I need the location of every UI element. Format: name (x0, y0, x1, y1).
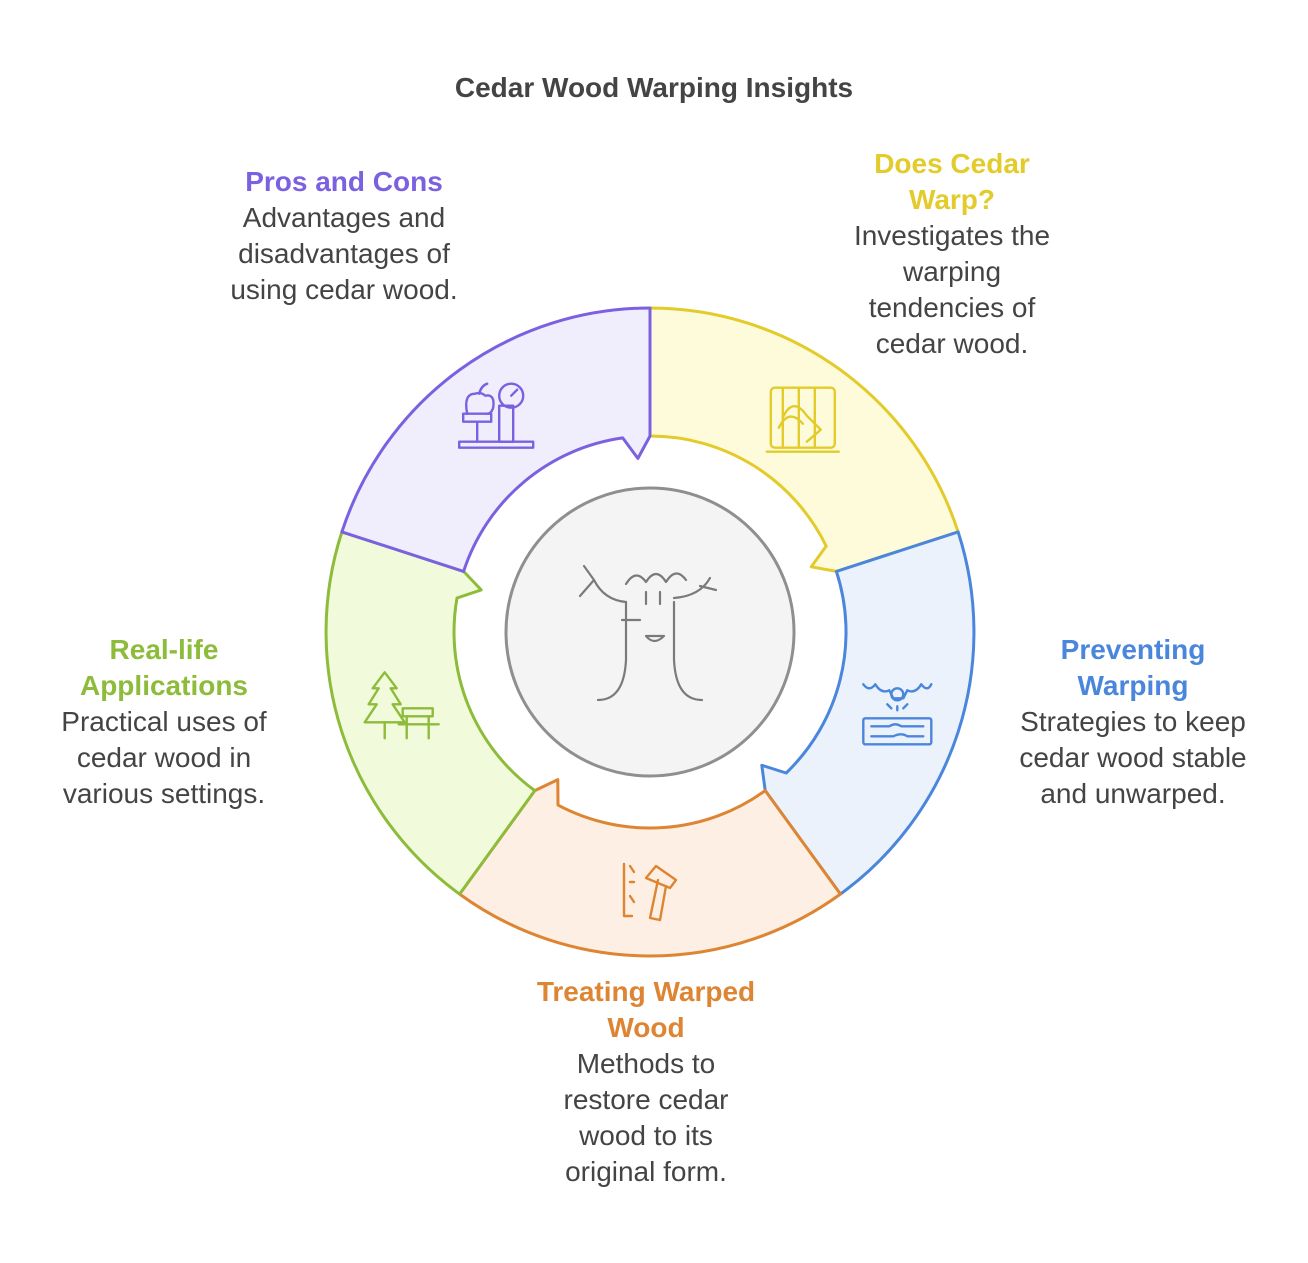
description-line: cedar wood stable (1019, 742, 1247, 773)
description-line: disadvantages of (238, 238, 450, 269)
heading-line: Does Cedar (874, 148, 1030, 179)
heading-line: Wood (607, 1012, 685, 1043)
segment-heading: Treating Warped Wood (506, 974, 786, 1046)
description-line: cedar wood. (875, 328, 1029, 359)
segment-preventing-warping-text: Preventing Warping Strategies to keep ce… (1002, 632, 1264, 812)
description-line: wood to its (579, 1120, 713, 1151)
segment-heading: Does Cedar Warp? (830, 146, 1074, 218)
segment-does-cedar-warp-text: Does Cedar Warp? Investigates the warpin… (830, 146, 1074, 362)
segment-description: Practical uses of cedar wood in various … (36, 704, 292, 812)
description-line: tendencies of (868, 292, 1036, 323)
description-line: warping (902, 256, 1002, 287)
description-line: cedar wood in (76, 742, 252, 773)
scale-icon (458, 382, 535, 449)
ring-segments (324, 306, 976, 958)
segment-treating-warped-wood-text: Treating Warped Wood Methods to restore … (506, 974, 786, 1190)
heading-line: Real-life (109, 634, 219, 665)
segment-pros-and-cons-text: Pros and Cons Advantages and disadvantag… (204, 164, 484, 308)
tree-face-icon (578, 564, 718, 702)
segment-heading: Preventing Warping (1002, 632, 1264, 704)
description-line: Methods to (576, 1048, 716, 1079)
segment-description: Strategies to keep cedar wood stable and… (1002, 704, 1264, 812)
description-line: various settings. (62, 778, 266, 809)
description-line: Strategies to keep (1020, 706, 1246, 737)
segment-description: Advantages and disadvantages of using ce… (204, 200, 484, 308)
heading-line: Applications (79, 670, 248, 701)
segment-description: Methods to restore cedar wood to its ori… (506, 1046, 786, 1190)
tree-bench-icon (363, 671, 440, 740)
heading-line: Preventing (1060, 634, 1206, 665)
segment-real-life-applications (324, 530, 537, 896)
heading-line: Pros and Cons (245, 166, 443, 197)
description-line: restore cedar (563, 1084, 729, 1115)
segment-heading: Pros and Cons (204, 164, 484, 200)
heading-line: Warping (1077, 670, 1189, 701)
heading-line: Warp? (908, 184, 996, 215)
segment-treating-warped-wood (458, 778, 842, 958)
segment-real-life-applications-text: Real-life Applications Practical uses of… (36, 632, 292, 812)
segment-heading: Real-life Applications (36, 632, 292, 704)
wood-planks-icon (765, 386, 840, 453)
diagram-title: Cedar Wood Warping Insights (454, 72, 854, 103)
center-hub (504, 486, 796, 778)
segment-does-cedar-warp (648, 306, 960, 573)
description-line: Investigates the (853, 220, 1051, 251)
description-line: and unwarped. (1040, 778, 1226, 809)
description-line: using cedar wood. (230, 274, 458, 305)
hammer-icon (622, 862, 678, 922)
heading-line: Treating Warped (536, 976, 756, 1007)
description-line: original form. (565, 1156, 727, 1187)
wood-board-gear-icon (862, 683, 933, 746)
description-line: Practical uses of (61, 706, 267, 737)
center-circle (504, 486, 796, 778)
segment-description: Investigates the warping tendencies of c… (830, 218, 1074, 362)
segment-preventing-warping (760, 530, 976, 896)
description-line: Advantages and (242, 202, 446, 233)
segment-pros-and-cons (340, 306, 652, 573)
